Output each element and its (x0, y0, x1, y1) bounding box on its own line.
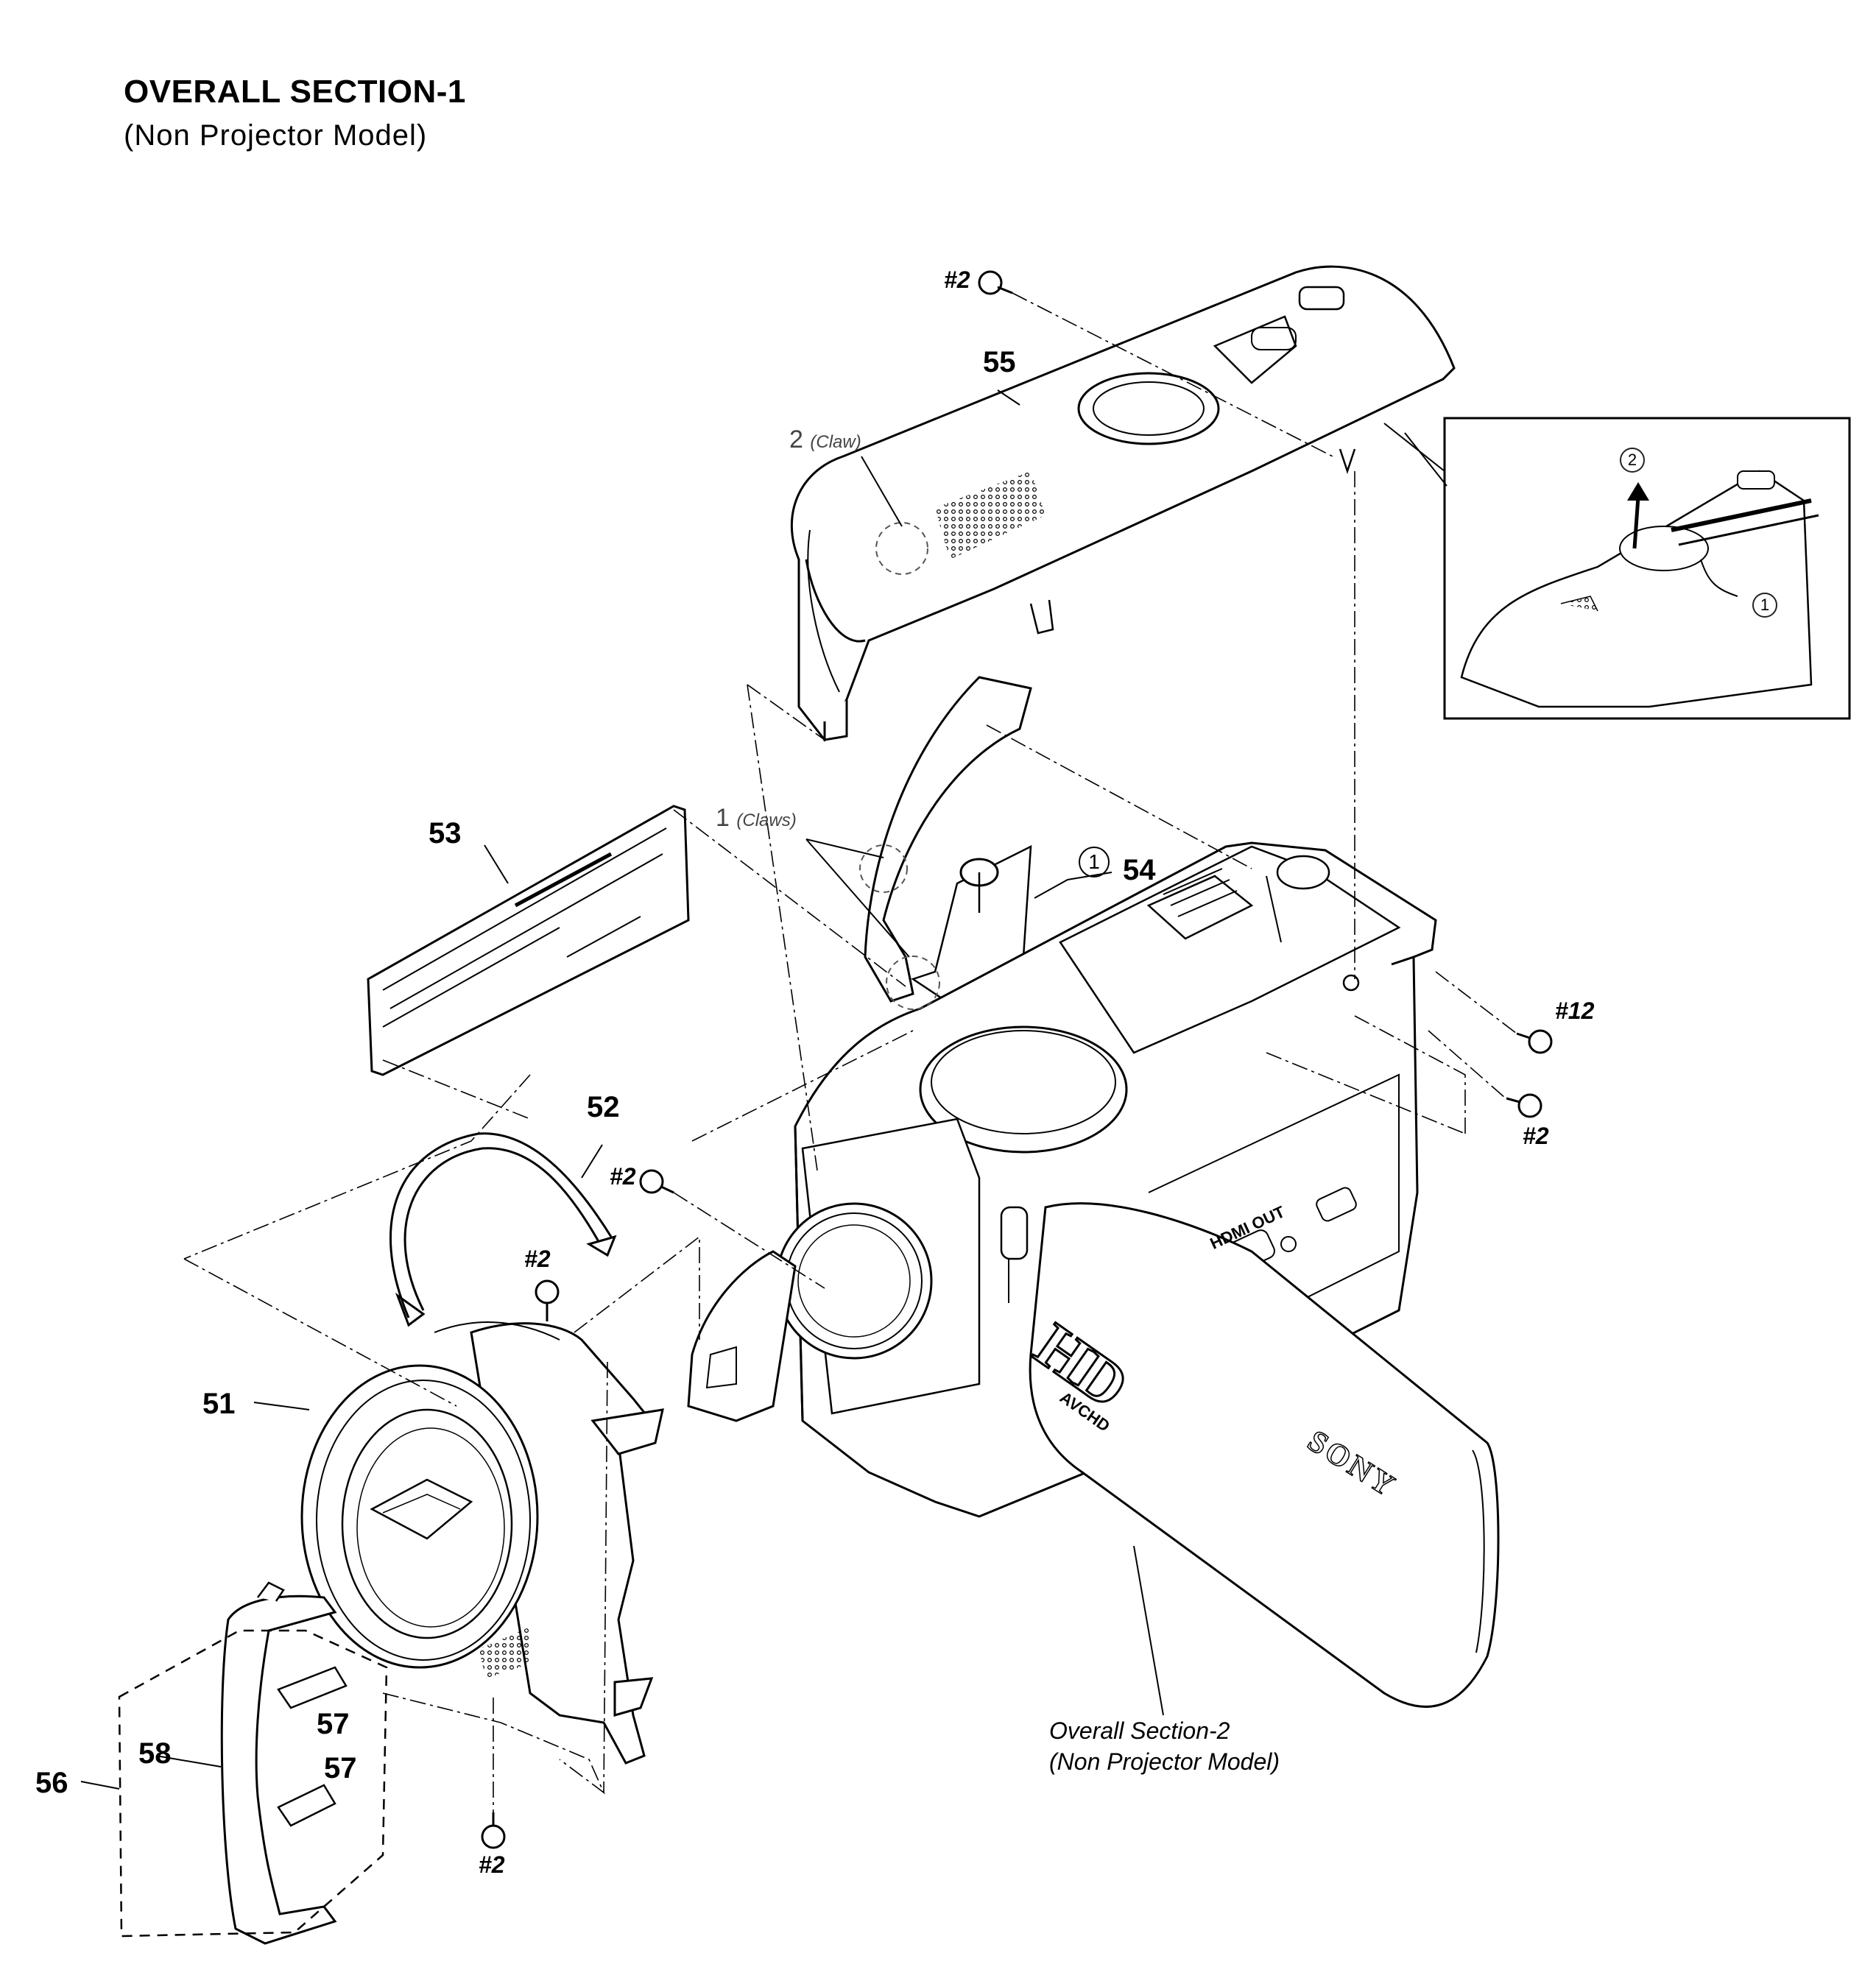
screw-icon-12 (1516, 1029, 1553, 1054)
sheet-part-57-upper (277, 1666, 348, 1709)
part-label-56: 56 (35, 1767, 68, 1799)
claw-text-2: (Claw) (810, 432, 861, 452)
part-label-54: 54 (1123, 854, 1156, 886)
part-label-57-lower: 57 (324, 1752, 357, 1784)
side-cover-part-53 (367, 805, 690, 1076)
alignment-lines (183, 292, 1517, 1826)
screw-label-top: #2 (944, 266, 970, 293)
speaker-holes (935, 471, 1045, 559)
sheet-part-57-lower (277, 1784, 336, 1827)
claw-count-1: 1 (716, 804, 730, 832)
inset-step-1: 1 (1752, 593, 1777, 618)
part-label-57-upper: 57 (317, 1708, 350, 1740)
screw-icon-middle (639, 1169, 674, 1194)
step-marker-main: 1 (1079, 847, 1110, 877)
grip-belt-part-58 (220, 1581, 337, 1945)
reference-note: Overall Section-2 (Non Projector Model) (1049, 1715, 1280, 1777)
lcd-panel (1029, 1202, 1500, 1708)
screw-label-bottom: #2 (479, 1851, 505, 1878)
part-label-55: 55 (983, 346, 1016, 378)
screw-label-12: #12 (1555, 997, 1595, 1024)
claw-label-1: 1 (Claws) (716, 804, 797, 833)
inset-detail-view (1443, 417, 1851, 720)
page-title: OVERALL SECTION-1 (124, 74, 466, 110)
flexible-board-part-52 (389, 1132, 617, 1327)
reference-line-1: Overall Section-2 (1049, 1717, 1230, 1744)
grip-cover-part-54 (864, 676, 1032, 1010)
claw-text-1: (Claws) (736, 811, 797, 830)
reference-line-2: (Non Projector Model) (1049, 1748, 1280, 1775)
part-label-58: 58 (138, 1737, 172, 1770)
claw-markers (859, 522, 940, 1010)
inset-step-circle-2: 2 (1620, 448, 1645, 473)
part-label-52: 52 (587, 1091, 620, 1123)
screw-icons (481, 270, 1553, 1849)
claw-count-2: 2 (789, 425, 803, 453)
assembly-boundary-part-56 (118, 1629, 388, 1938)
front-lens-cabinet-part-51 (300, 1321, 664, 1765)
screw-icon-ring (535, 1279, 560, 1321)
screw-label-ring: #2 (524, 1246, 551, 1272)
part-label-53: 53 (429, 817, 462, 850)
step-circle-1: 1 (1079, 847, 1110, 877)
inset-step-circle-1: 1 (1752, 593, 1777, 618)
screw-icon-top (978, 270, 1013, 295)
top-cabinet-part-55 (790, 265, 1456, 742)
page-subtitle: (Non Projector Model) (124, 119, 428, 152)
screw-label-right: #2 (1523, 1123, 1549, 1149)
screw-label-middle: #2 (610, 1163, 636, 1190)
claw-label-2: 2 (Claw) (789, 425, 861, 454)
inset-step-2: 2 (1620, 448, 1645, 473)
screw-icon-right (1506, 1093, 1542, 1118)
leader-lines (80, 389, 1447, 1790)
part-label-51: 51 (202, 1388, 236, 1420)
